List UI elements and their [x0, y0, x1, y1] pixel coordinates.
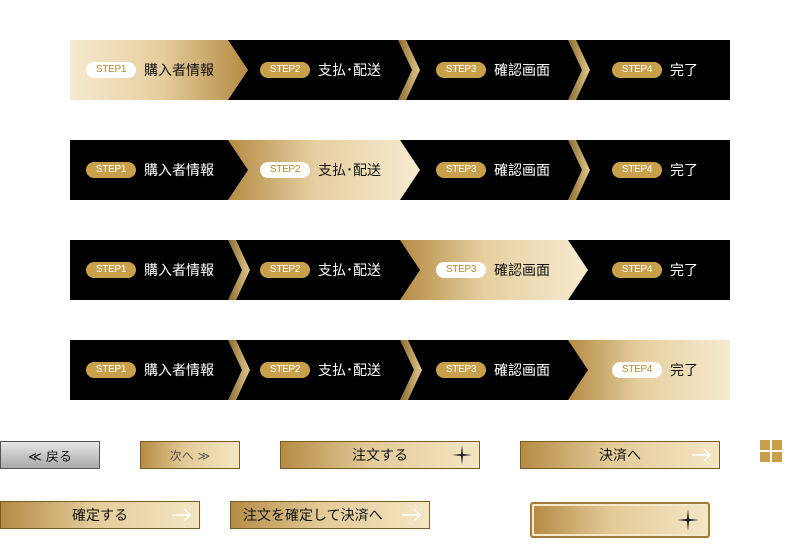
step-label: 支払･配送	[318, 363, 381, 379]
confirm-button-label: 確定する	[72, 508, 128, 524]
step-label: 購入者情報	[144, 163, 214, 179]
step-label: 購入者情報	[144, 63, 214, 79]
progress-bar-step1: STEP1 購入者情報 STEP2 支払･配送 STEP3 確認画面 STEP4 完了	[70, 40, 730, 100]
progress-bar-shapes	[228, 240, 588, 300]
back-button-label: ≪ 戻る	[28, 449, 72, 465]
step-4: STEP4 完了	[612, 240, 698, 300]
step-badge: STEP3	[436, 162, 486, 178]
step-2: STEP2 支払･配送	[260, 240, 381, 300]
step-badge: STEP4	[612, 162, 662, 178]
step-badge: STEP1	[86, 62, 136, 78]
step-badge: STEP1	[86, 162, 136, 178]
progress-bar-step4: STEP1 購入者情報 STEP2 支払･配送 STEP3 確認画面 STEP4 完了	[70, 340, 730, 400]
sparkle-icon	[677, 509, 699, 531]
step-badge: STEP1	[86, 262, 136, 278]
step-label: 完了	[670, 263, 698, 279]
step-badge: STEP2	[260, 62, 310, 78]
order-button[interactable]: 注文する	[280, 441, 480, 469]
arrow-right-icon	[692, 448, 712, 462]
confirm-button[interactable]: 確定する	[0, 501, 200, 529]
checkout-button[interactable]: 決済へ	[520, 441, 720, 469]
step-4: STEP4 完了	[612, 140, 698, 200]
confirm-checkout-button[interactable]: 注文を確定して決済へ	[230, 501, 430, 529]
step-1: STEP1 購入者情報	[86, 340, 214, 400]
step-2: STEP2 支払･配送	[260, 340, 381, 400]
step-badge: STEP4	[612, 262, 662, 278]
step-4: STEP4 完了	[612, 40, 698, 100]
step-label: 購入者情報	[144, 363, 214, 379]
step-4: STEP4 完了	[612, 340, 698, 400]
step-3: STEP3 確認画面	[436, 140, 550, 200]
step-2: STEP2 支払･配送	[260, 140, 381, 200]
progress-bar-step3: STEP1 購入者情報 STEP2 支払･配送 STEP3 確認画面 STEP4 完了	[70, 240, 730, 300]
sparkle-icon	[452, 445, 472, 465]
next-button[interactable]: 次へ ≫	[140, 441, 240, 469]
step-label: 確認画面	[494, 263, 550, 279]
step-label: 完了	[670, 163, 698, 179]
empty-sparkle-button[interactable]	[530, 502, 710, 538]
step-label: 支払･配送	[318, 63, 381, 79]
step-label: 支払･配送	[318, 263, 381, 279]
progress-bar-shapes	[70, 40, 590, 100]
confirm-checkout-button-label: 注文を確定して決済へ	[243, 508, 383, 524]
step-1: STEP1 購入者情報	[86, 140, 214, 200]
arrow-right-icon	[402, 508, 422, 522]
step-label: 確認画面	[494, 363, 550, 379]
step-label: 完了	[670, 63, 698, 79]
step-badge: STEP4	[612, 362, 662, 378]
step-badge: STEP3	[436, 262, 486, 278]
step-badge: STEP1	[86, 362, 136, 378]
next-button-label: 次へ ≫	[169, 448, 211, 463]
step-badge: STEP4	[612, 62, 662, 78]
step-label: 完了	[670, 363, 698, 379]
back-button[interactable]: ≪ 戻る	[0, 441, 100, 469]
step-1: STEP1 購入者情報	[86, 40, 214, 100]
step-label: 確認画面	[494, 63, 550, 79]
order-button-label: 注文する	[352, 448, 408, 464]
step-1: STEP1 購入者情報	[86, 240, 214, 300]
arrow-right-icon	[172, 508, 192, 522]
progress-bar-step2: STEP1 購入者情報 STEP2 支払･配送 STEP3 確認画面 STEP4 完了	[70, 140, 730, 200]
step-3: STEP3 確認画面	[436, 340, 550, 400]
step-label: 支払･配送	[318, 163, 381, 179]
step-3: STEP3 確認画面	[436, 240, 550, 300]
checkout-button-label: 決済へ	[599, 448, 641, 464]
step-2: STEP2 支払･配送	[260, 40, 381, 100]
step-badge: STEP2	[260, 362, 310, 378]
step-label: 確認画面	[494, 163, 550, 179]
step-badge: STEP3	[436, 362, 486, 378]
step-badge: STEP3	[436, 62, 486, 78]
step-label: 購入者情報	[144, 263, 214, 279]
cross-icon	[760, 440, 782, 462]
progress-bar-shapes	[228, 140, 590, 200]
step-badge: STEP2	[260, 262, 310, 278]
step-badge: STEP2	[260, 162, 310, 178]
step-3: STEP3 確認画面	[436, 40, 550, 100]
